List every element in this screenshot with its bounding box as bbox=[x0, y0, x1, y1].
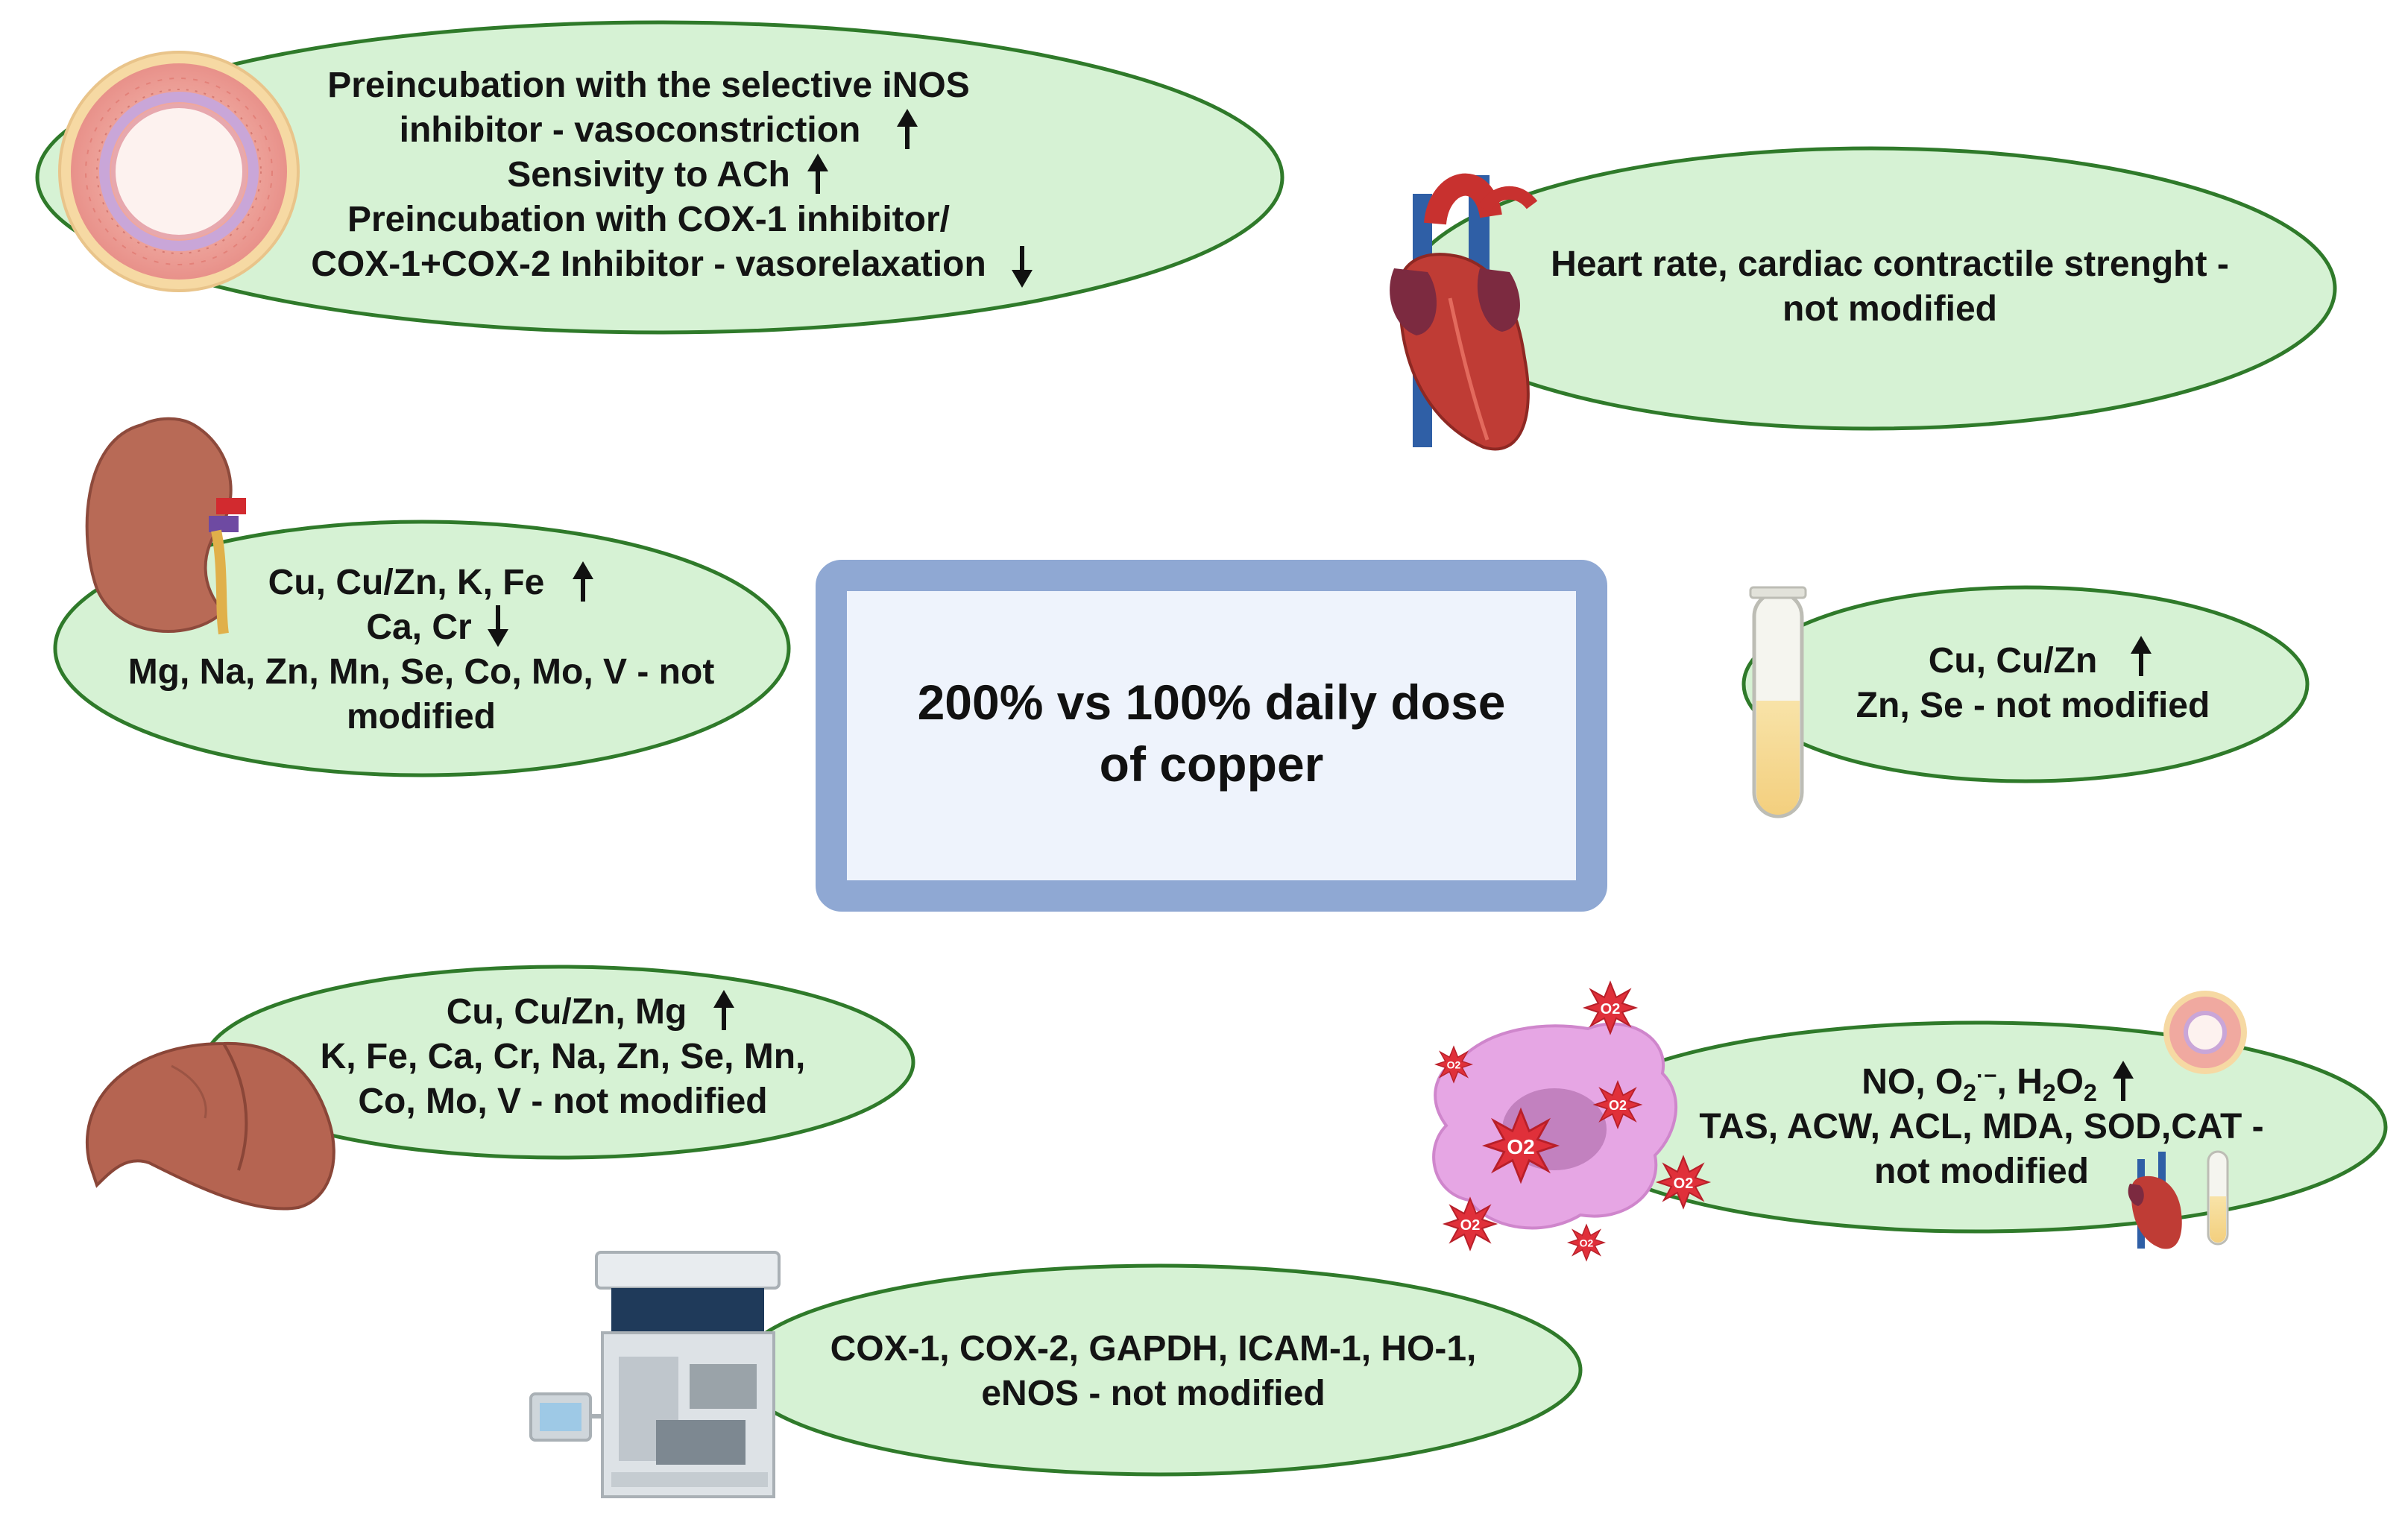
superoxide-burst-icon: O2 bbox=[1435, 1046, 1472, 1083]
arrow-down-icon bbox=[488, 605, 508, 647]
vessel-line-4: Preincubation with COX-1 inhibitor/ bbox=[347, 200, 950, 239]
oxidative-line-2: TAS, ACW, ACL, MDA, SOD,CAT - bbox=[1699, 1107, 2263, 1146]
oxidative-panel-text: NO, O2·−, H2O2 TAS, ACW, ACL, MDA, SOD,C… bbox=[1699, 1061, 2264, 1191]
arrow-up-icon bbox=[573, 561, 593, 602]
pcr-line-1: COX-1, COX-2, GAPDH, ICAM-1, HO-1, bbox=[830, 1329, 1477, 1369]
pcr-line-2: eNOS - not modified bbox=[981, 1374, 1325, 1413]
arrow-up-icon bbox=[807, 154, 828, 194]
liver-line-1: Cu, Cu/Zn, Mg bbox=[447, 992, 687, 1032]
svg-text:O2: O2 bbox=[1580, 1237, 1594, 1249]
svg-text:O2: O2 bbox=[1460, 1217, 1481, 1234]
serum-effects-ellipse bbox=[1741, 585, 2310, 783]
liver-panel-text: Cu, Cu/Zn, Mg K, Fe, Ca, Cr, Na, Zn, Se,… bbox=[321, 990, 806, 1121]
vessel-panel-text: Preincubation with the selective iNOS in… bbox=[311, 66, 1033, 288]
kidney-effects-ellipse bbox=[53, 520, 791, 777]
superoxide-burst-icon: O2 bbox=[1594, 1081, 1642, 1129]
kidney-line-2: Ca, Cr bbox=[366, 608, 471, 647]
arrow-down-icon bbox=[1012, 246, 1033, 288]
arrow-up-icon bbox=[713, 990, 734, 1030]
svg-text:O2: O2 bbox=[1674, 1175, 1694, 1192]
svg-text:O2: O2 bbox=[1609, 1098, 1627, 1113]
vessel-line-3: Sensivity to ACh bbox=[507, 155, 790, 195]
oxidative-line-3: not modified bbox=[1874, 1152, 2089, 1191]
liver-icon bbox=[85, 1041, 335, 1211]
superoxide-burst-icon: O2 bbox=[1444, 1198, 1496, 1250]
center-title-line-1: 200% vs 100% daily dose bbox=[918, 675, 1506, 730]
center-box bbox=[816, 560, 1607, 912]
svg-text:O2: O2 bbox=[1447, 1059, 1461, 1071]
heart-icon bbox=[2128, 1152, 2182, 1249]
vessel-ring-icon bbox=[2163, 991, 2247, 1074]
arrow-up-icon bbox=[2131, 636, 2152, 676]
center-title-line-2: of copper bbox=[1100, 736, 1324, 792]
superoxide-burst-icon: O2 bbox=[1484, 1109, 1558, 1182]
test-tube-icon bbox=[2207, 1150, 2229, 1246]
kidney-line-3: Mg, Na, Zn, Mn, Se, Co, Mo, V - not bbox=[128, 652, 715, 692]
heart-effects-ellipse bbox=[1405, 146, 2337, 431]
svg-text:O2: O2 bbox=[1601, 1001, 1621, 1017]
svg-text:O2: O2 bbox=[1507, 1135, 1534, 1158]
arrow-up-icon bbox=[897, 109, 918, 149]
gene-expression-ellipse bbox=[736, 1263, 1583, 1477]
kidney-line-4: modified bbox=[347, 697, 496, 736]
superoxide-burst-icon: O2 bbox=[1568, 1224, 1605, 1261]
pcr-machine-icon bbox=[529, 1251, 781, 1498]
arrow-up-icon bbox=[2113, 1061, 2134, 1101]
heart-icon bbox=[1390, 173, 1538, 451]
oxidative-line-1: NO, O2·−, H2O2 bbox=[1862, 1062, 2097, 1106]
superoxide-burst-icon: O2 bbox=[1584, 982, 1636, 1034]
blood-vessel-cross-section-icon bbox=[58, 51, 300, 292]
liver-line-2: K, Fe, Ca, Cr, Na, Zn, Se, Mn, bbox=[321, 1037, 806, 1076]
serum-panel-text: Cu, Cu/Zn Zn, Se - not modified bbox=[1856, 636, 2210, 725]
vessel-effects-ellipse bbox=[35, 20, 1284, 335]
vessel-line-1: Preincubation with the selective iNOS bbox=[327, 66, 970, 105]
kidney-line-1: Cu, Cu/Zn, K, Fe bbox=[268, 563, 545, 602]
test-tube-icon bbox=[1749, 586, 1807, 818]
superoxide-burst-icon: O2 bbox=[1657, 1156, 1709, 1208]
vessel-line-2: inhibitor - vasoconstriction bbox=[400, 110, 861, 150]
heart-line-2: not modified bbox=[1782, 289, 1997, 329]
cell-icon bbox=[1432, 1022, 1678, 1230]
serum-line-2: Zn, Se - not modified bbox=[1856, 686, 2210, 725]
kidney-icon bbox=[85, 417, 246, 635]
heart-line-1: Heart rate, cardiac contractile strenght… bbox=[1551, 244, 2229, 284]
serum-line-1: Cu, Cu/Zn bbox=[1929, 641, 2098, 681]
liver-line-3: Co, Mo, V - not modified bbox=[358, 1082, 767, 1121]
vessel-line-5: COX-1+COX-2 Inhibitor - vasorelaxation bbox=[311, 244, 986, 284]
kidney-panel-text: Cu, Cu/Zn, K, Fe Ca, Cr Mg, Na, Zn, Mn, … bbox=[128, 561, 715, 736]
